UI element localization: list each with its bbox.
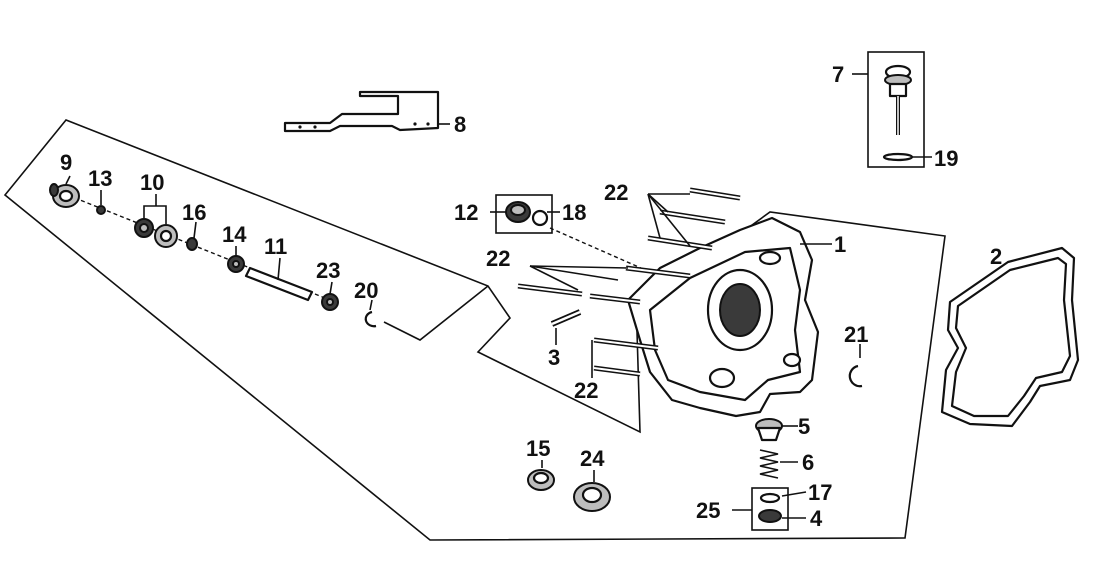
crankcase-cover-part — [626, 216, 832, 418]
seal-15 — [527, 460, 555, 491]
callout-18: 18 — [562, 200, 586, 225]
callout-3: 3 — [548, 345, 560, 370]
callout-14: 14 — [222, 222, 247, 247]
bearing-24 — [573, 470, 611, 512]
callout-5: 5 — [798, 414, 810, 439]
callout-23: 23 — [316, 258, 340, 283]
dipstick-part — [852, 51, 932, 168]
callout-16: 16 — [182, 200, 206, 225]
callout-2: 2 — [990, 244, 1002, 269]
callout-24: 24 — [580, 446, 605, 471]
seal-plug-group — [490, 194, 651, 273]
callout-12: 12 — [454, 200, 478, 225]
callout-19: 19 — [934, 146, 958, 171]
circlip-20 — [364, 285, 489, 341]
callout-6: 6 — [802, 450, 814, 475]
callout-22-top: 22 — [604, 180, 628, 205]
callout-15: 15 — [526, 436, 550, 461]
callout-25: 25 — [696, 498, 720, 523]
shaft-assembly-parts — [49, 175, 341, 311]
callout-17: 17 — [808, 480, 832, 505]
callout-9: 9 — [60, 150, 72, 175]
callout-13: 13 — [88, 166, 112, 191]
callout-4: 4 — [810, 506, 823, 531]
bracket-part — [283, 90, 450, 133]
callout-8: 8 — [454, 112, 466, 137]
callout-20: 20 — [354, 278, 378, 303]
callout-22-mid: 22 — [486, 246, 510, 271]
callout-1: 1 — [834, 232, 846, 257]
bolts-22 — [517, 187, 741, 378]
callout-7: 7 — [832, 62, 844, 87]
strainer-parts — [732, 418, 807, 531]
callout-10: 10 — [140, 170, 164, 195]
dowel-pin-part — [550, 309, 582, 345]
callout-21: 21 — [844, 322, 868, 347]
circlip-21 — [848, 344, 863, 388]
callout-11: 11 — [264, 234, 287, 259]
callout-22-bottom: 22 — [574, 378, 598, 403]
